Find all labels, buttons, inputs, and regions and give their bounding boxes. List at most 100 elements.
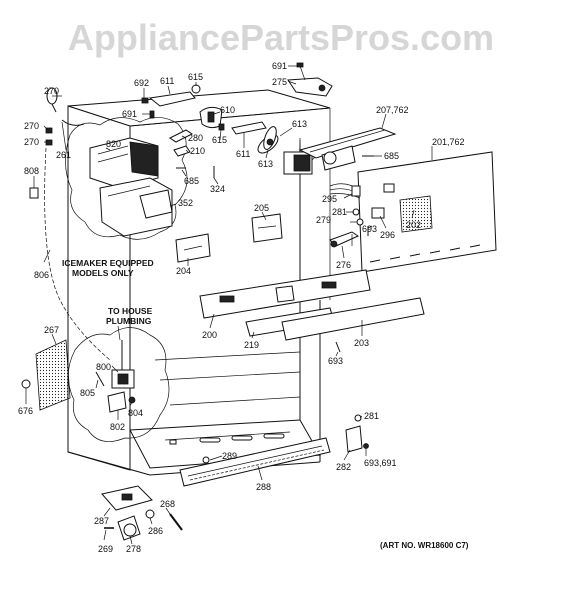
note-plumbing-line1: TO HOUSE: [108, 306, 153, 316]
part-805: [95, 371, 105, 387]
bracket-282: [345, 425, 363, 453]
label-685-left: 685: [184, 176, 199, 186]
label-692: 692: [134, 78, 149, 88]
part-802: [107, 391, 127, 413]
label-207-762: 207,762: [376, 105, 409, 115]
screw-691: [149, 110, 155, 119]
label-611-mid: 611: [236, 149, 250, 159]
bracket-204: [175, 233, 211, 263]
bracket-611b: [231, 121, 267, 135]
label-281-lower: 281: [364, 411, 379, 421]
watermark-text: AppliancePartsPros.com: [68, 17, 494, 58]
label-287: 287: [94, 516, 109, 526]
plate-287: [101, 485, 153, 511]
label-269: 269: [98, 544, 113, 554]
duct-207: [298, 127, 397, 171]
label-352: 352: [178, 198, 193, 208]
part-615b: [218, 123, 225, 131]
water-line-806: [44, 147, 111, 361]
back-panel-201: [357, 151, 497, 273]
label-613-right: 613: [292, 119, 307, 129]
hinge-276: [329, 231, 360, 248]
part-804: [128, 396, 136, 404]
part-615: [191, 84, 201, 94]
label-202: 202: [406, 220, 421, 230]
label-203: 203: [354, 338, 369, 348]
label-286: 286: [148, 526, 163, 536]
label-282: 282: [336, 462, 351, 472]
cover-267: [35, 339, 71, 411]
label-693-upper: 693: [362, 224, 377, 234]
part-286: [145, 509, 155, 519]
wiring-harness-295: [329, 183, 361, 199]
icemaker-820: [89, 137, 159, 189]
label-279: 279: [316, 215, 331, 225]
label-691-top: 691: [272, 61, 287, 71]
label-275: 275: [272, 77, 287, 87]
label-615-top: 615: [188, 72, 203, 82]
part-808: [29, 187, 39, 199]
roller-278: [117, 515, 141, 541]
label-676: 676: [18, 406, 33, 416]
label-802: 802: [110, 422, 125, 432]
part-210: [173, 145, 191, 157]
mullion-200: [199, 269, 371, 319]
ice-bucket-352: [99, 177, 173, 237]
part-labels: 691 275 692 611 615 691 610 615 280 613 …: [18, 61, 465, 554]
label-800: 800: [96, 362, 111, 372]
label-289: 289: [222, 451, 237, 461]
part-610: [199, 106, 223, 129]
part-280: [169, 129, 193, 143]
bracket-275: [287, 62, 333, 97]
label-808: 808: [24, 166, 39, 176]
label-324: 324: [210, 184, 225, 194]
label-804: 804: [128, 408, 143, 418]
notes: ICEMAKER EQUIPPED MODELS ONLY TO HOUSE P…: [62, 258, 154, 341]
label-610: 610: [220, 105, 235, 115]
screw-693c: [363, 443, 369, 449]
label-270-b: 270: [24, 121, 39, 131]
water-valve-800: [111, 340, 135, 389]
label-693-691: 693,691: [364, 458, 397, 468]
label-820: 820: [106, 139, 121, 149]
label-267: 267: [44, 325, 59, 335]
label-261: 261: [56, 150, 71, 160]
part-270: [45, 87, 58, 146]
label-281-upper: 281: [332, 207, 347, 217]
label-270-c: 270: [24, 137, 39, 147]
label-268: 268: [160, 499, 175, 509]
note-plumbing-line2: PLUMBING: [106, 316, 152, 326]
part-281b: [354, 414, 362, 422]
label-296: 296: [380, 230, 395, 240]
label-270-a: 270: [44, 86, 59, 96]
label-611-top: 611: [160, 76, 174, 86]
label-613-left: 613: [258, 159, 273, 169]
label-615-mid: 615: [212, 135, 227, 145]
label-205: 205: [254, 203, 269, 213]
label-201-762: 201,762: [432, 137, 465, 147]
label-204: 204: [176, 266, 191, 276]
label-693-mid: 693: [328, 356, 343, 366]
label-200: 200: [202, 330, 217, 340]
label-210: 210: [190, 146, 205, 156]
label-288: 288: [256, 482, 271, 492]
note-icemaker-line1: ICEMAKER EQUIPPED: [62, 258, 154, 268]
rail-203: [281, 297, 425, 341]
fan-blade-613: [257, 126, 279, 154]
label-276: 276: [336, 260, 351, 270]
art-number: (ART NO. WR18600 C7): [380, 541, 469, 550]
label-806: 806: [34, 270, 49, 280]
label-295: 295: [322, 194, 337, 204]
label-280: 280: [188, 133, 203, 143]
bolt-268: [169, 513, 183, 531]
bracket-205: [251, 213, 283, 243]
label-805: 805: [80, 388, 95, 398]
leader-lines: [25, 65, 433, 545]
screw-692: [141, 97, 149, 104]
label-685-right: 685: [384, 151, 399, 161]
screw-693b: [335, 341, 341, 353]
grille-288: [179, 437, 331, 487]
fan-motor-613: [283, 151, 321, 175]
label-278: 278: [126, 544, 141, 554]
